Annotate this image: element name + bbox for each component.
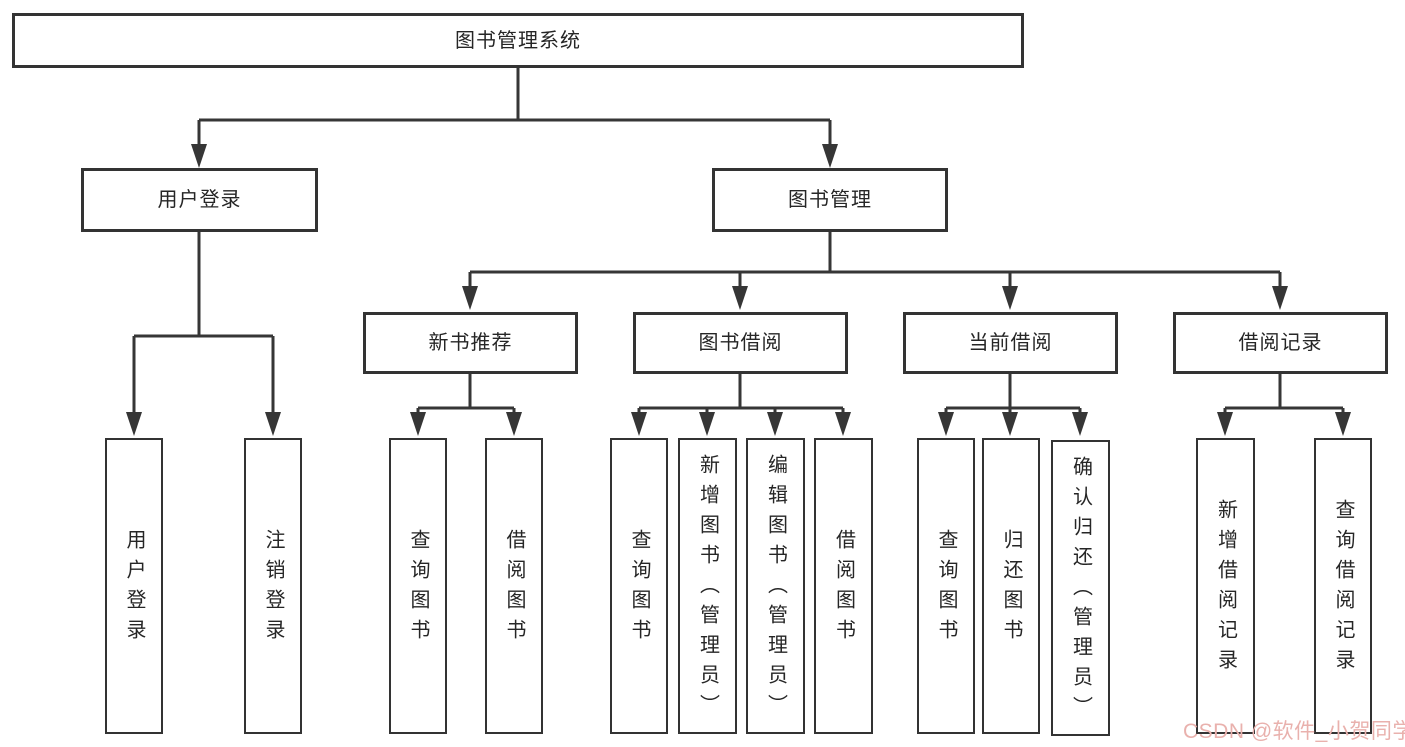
node-return-books: 归还图书: [982, 438, 1040, 734]
node-logout-leaf: 注销登录: [244, 438, 302, 734]
node-current-borrow: 当前借阅: [903, 312, 1118, 374]
node-user-login: 用户登录: [81, 168, 318, 232]
node-new-book-recommend: 新书推荐: [363, 312, 578, 374]
node-query-books-current: 查询图书: [917, 438, 975, 734]
node-borrow-records: 借阅记录: [1173, 312, 1388, 374]
node-query-borrow-record: 查询借阅记录: [1314, 438, 1372, 734]
node-query-books-recommend: 查询图书: [389, 438, 447, 734]
watermark-text: CSDN @软件_小贺同学: [1183, 720, 1405, 743]
arrowheads: [126, 144, 1351, 436]
connector-strokes: [132, 68, 1345, 416]
node-borrow-books-leaf: 借阅图书: [814, 438, 873, 734]
node-user-login-leaf: 用户登录: [105, 438, 163, 734]
node-query-books-borrow: 查询图书: [610, 438, 668, 734]
node-borrow-books-recommend: 借阅图书: [485, 438, 543, 734]
node-add-borrow-record: 新增借阅记录: [1196, 438, 1255, 734]
node-confirm-return-admin: 确认归还（管理员）: [1051, 440, 1110, 736]
node-book-management: 图书管理: [712, 168, 948, 232]
node-edit-book-admin: 编辑图书（管理员）: [746, 438, 805, 734]
node-book-borrow: 图书借阅: [633, 312, 848, 374]
node-root: 图书管理系统: [12, 13, 1024, 68]
node-add-book-admin: 新增图书（管理员）: [678, 438, 737, 734]
